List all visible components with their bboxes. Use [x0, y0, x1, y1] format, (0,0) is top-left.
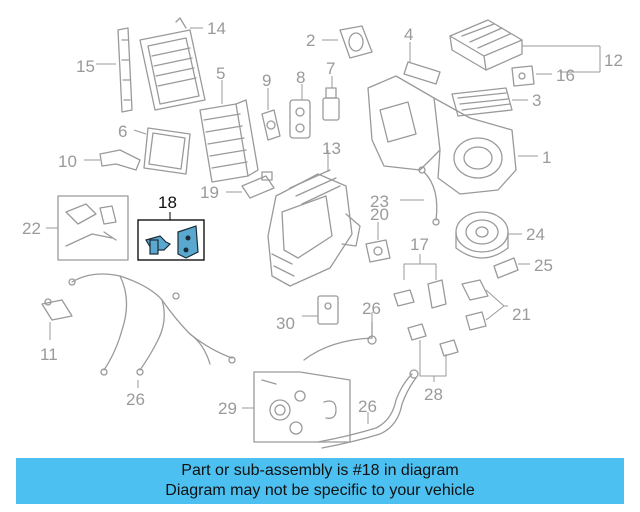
part-12-module [449, 19, 523, 71]
part-16-actuator [511, 65, 535, 87]
parts-exploded-diagram: 14 15 6 5 9 8 7 [22, 17, 623, 449]
callout-8: 8 [296, 68, 305, 87]
part-3-cabin-filter [451, 87, 513, 117]
callout-29: 29 [218, 399, 237, 418]
callout-16: 16 [556, 66, 575, 85]
callout-1: 1 [542, 148, 551, 167]
part-28-sensor [407, 323, 459, 377]
callout-7: 7 [326, 59, 335, 78]
callout-27-lower: 26 [358, 397, 377, 416]
callout-24: 24 [526, 225, 545, 244]
callout-4: 4 [404, 25, 413, 44]
part-25-resistor [493, 257, 519, 279]
callout-22: 22 [22, 219, 41, 238]
callout-12: 12 [604, 51, 623, 70]
part-15-tube [117, 27, 133, 113]
part-23-hose [418, 166, 440, 226]
part-11-sensor [41, 298, 73, 321]
part-19-connector [241, 171, 275, 199]
part-6-gasket [143, 127, 191, 175]
callout-20: 20 [370, 205, 389, 224]
part-14-heater-core [139, 17, 206, 111]
callout-9: 9 [262, 71, 271, 90]
callout-14: 14 [207, 19, 226, 38]
callout-10: 10 [58, 152, 77, 171]
callout-19: 19 [200, 183, 219, 202]
callout-26: 26 [126, 390, 145, 409]
info-banner: Part or sub-assembly is #18 in diagram D… [16, 458, 624, 504]
part-18-highlighted-assembly [137, 219, 205, 261]
callout-13: 13 [322, 139, 341, 158]
callout-23: 23 [370, 192, 389, 211]
part-5-filter [199, 99, 259, 183]
part-26-wiring-harness [68, 273, 236, 376]
callout-15: 15 [76, 57, 95, 76]
callout-6: 6 [118, 122, 127, 141]
callout-30: 30 [276, 314, 295, 333]
part-21-servo [461, 279, 505, 331]
callout-21: 21 [512, 305, 531, 324]
part-10-sensor [99, 149, 141, 171]
callout-3: 3 [532, 91, 541, 110]
part-1-hvac-case [367, 75, 517, 195]
callout-17: 17 [410, 235, 429, 254]
part-8-gasket [289, 99, 311, 139]
part-29-kit [253, 371, 351, 443]
part-27-pipe-upper [303, 321, 377, 361]
callout-18: 18 [158, 193, 177, 212]
part-24-blower-fan [455, 211, 509, 259]
callout-28: 28 [424, 385, 443, 404]
part-30-actuator [317, 295, 339, 325]
banner-line-2: Diagram may not be specific to your vehi… [165, 482, 475, 499]
part-9-seal [261, 109, 281, 141]
callout-5: 5 [216, 64, 225, 83]
callout-25: 25 [534, 256, 553, 275]
part-17-actuators [393, 254, 447, 309]
part-22-assembly-group [57, 195, 129, 261]
part-7-valve [322, 87, 340, 121]
banner-line-1: Part or sub-assembly is #18 in diagram [181, 462, 459, 479]
part-4-bracket [403, 61, 441, 85]
part-2-seal [339, 25, 373, 59]
part-27-pipe-lower [317, 369, 419, 449]
part-13-distribution-housing [267, 169, 361, 287]
callout-27-upper: 26 [362, 299, 381, 318]
callout-11: 11 [40, 345, 58, 364]
callout-2: 2 [306, 31, 315, 50]
part-20-motor [365, 239, 391, 263]
